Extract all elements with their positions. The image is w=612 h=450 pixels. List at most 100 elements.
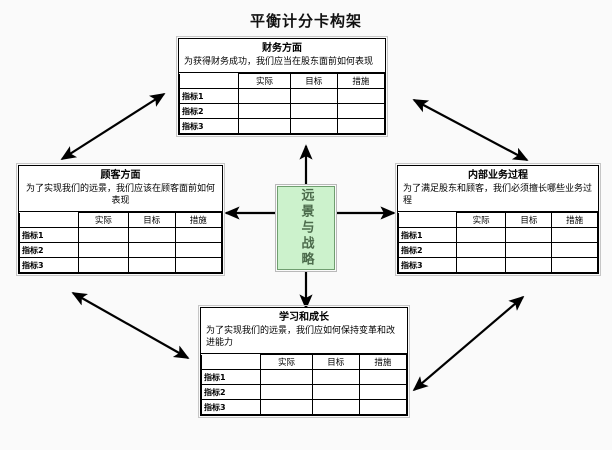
cell-actual[interactable]	[260, 369, 313, 385]
cell-actual[interactable]	[77, 257, 130, 273]
cell-actual[interactable]	[260, 384, 313, 400]
row-label-indicator-3: 指标3	[200, 399, 262, 415]
row-label-indicator-3: 指标3	[19, 257, 79, 273]
panel-customer[interactable]: 顾客方面 为了实现我们的远景，我们应该在顾客面前如何表现 实际 目标 措施 指标…	[16, 163, 225, 276]
row-label-indicator-1: 指标1	[398, 227, 457, 243]
cell-target[interactable]	[505, 242, 553, 258]
row-label-indicator-1: 指标1	[19, 227, 79, 243]
panel-internal-process-header: 内部业务过程 为了满足股东和顾客，我们必须擅长哪些业务过程	[398, 166, 598, 212]
cell-actual[interactable]	[238, 88, 291, 104]
row-label-indicator-2: 指标2	[178, 103, 240, 119]
cell-target[interactable]	[128, 242, 176, 258]
cell-measure[interactable]	[551, 227, 598, 243]
cell-measure[interactable]	[174, 242, 223, 258]
panel-learning-growth[interactable]: 学习和成长 为了实现我们的远景，我们应如何保持变革和改进能力 实际 目标 措施 …	[198, 305, 410, 418]
cell-actual[interactable]	[238, 118, 291, 134]
table-row[interactable]: 指标2	[19, 242, 223, 258]
column-header-target: 目标	[128, 212, 176, 228]
cell-actual[interactable]	[455, 227, 507, 243]
cell-target[interactable]	[289, 88, 338, 104]
arrow-financial-internal-line	[412, 99, 529, 161]
arrow-financial-customer-line	[60, 93, 166, 160]
row-label-indicator-2: 指标2	[19, 242, 79, 258]
cell-target[interactable]	[311, 384, 360, 400]
column-header-blank	[178, 73, 240, 89]
table-header-row: 实际 目标 措施	[398, 212, 598, 228]
panel-customer-title: 顾客方面	[100, 170, 141, 181]
panel-internal-process-description: 为了满足股东和顾客，我们必须擅长哪些业务过程	[403, 184, 593, 206]
column-header-target: 目标	[505, 212, 553, 228]
cell-actual[interactable]	[455, 242, 507, 258]
table-row[interactable]: 指标3	[398, 257, 598, 273]
table-row[interactable]: 指标1	[19, 227, 223, 243]
cell-target[interactable]	[505, 257, 553, 273]
table-row[interactable]: 指标3	[178, 118, 386, 134]
cell-actual[interactable]	[455, 257, 507, 273]
panel-financial-description: 为获得财务成功，我们应当在股东面前如何表现	[184, 57, 374, 67]
cell-measure[interactable]	[358, 399, 408, 415]
cell-measure[interactable]	[336, 88, 386, 104]
cell-measure[interactable]	[551, 257, 598, 273]
column-header-actual: 实际	[455, 212, 507, 228]
row-label-indicator-2: 指标2	[398, 242, 457, 258]
panel-financial[interactable]: 财务方面 为获得财务成功，我们应当在股东面前如何表现 实际 目标 措施 指标1 …	[176, 36, 388, 137]
panel-customer-description: 为了实现我们的远景，我们应该在顾客面前如何表现	[25, 184, 215, 206]
cell-measure[interactable]	[174, 257, 223, 273]
table-row[interactable]: 指标3	[19, 257, 223, 273]
cell-measure[interactable]	[358, 369, 408, 385]
cell-measure[interactable]	[336, 103, 386, 119]
cell-target[interactable]	[505, 227, 553, 243]
table-row[interactable]: 指标2	[200, 384, 408, 400]
cell-target[interactable]	[128, 257, 176, 273]
scorecard-table-financial[interactable]: 实际 目标 措施 指标1 指标2 指标3	[178, 73, 386, 134]
table-row[interactable]: 指标1	[178, 88, 386, 104]
cell-target[interactable]	[289, 103, 338, 119]
table-header-row: 实际 目标 措施	[178, 73, 386, 89]
row-label-indicator-2: 指标2	[200, 384, 262, 400]
column-header-measure: 措施	[551, 212, 598, 228]
cell-measure[interactable]	[174, 227, 223, 243]
table-header-row: 实际 目标 措施	[200, 354, 408, 370]
vision-strategy-label: 远景与战略	[298, 188, 314, 268]
arrow-customer-learning-line	[71, 292, 190, 359]
cell-actual[interactable]	[238, 103, 291, 119]
row-label-indicator-3: 指标3	[398, 257, 457, 273]
scorecard-table-customer[interactable]: 实际 目标 措施 指标1 指标2 指标3	[19, 212, 223, 273]
cell-actual[interactable]	[77, 227, 130, 243]
cell-measure[interactable]	[551, 242, 598, 258]
column-header-actual: 实际	[238, 73, 291, 89]
column-header-target: 目标	[289, 73, 338, 89]
column-header-blank	[200, 354, 262, 370]
cell-actual[interactable]	[77, 242, 130, 258]
table-row[interactable]: 指标3	[200, 399, 408, 415]
cell-target[interactable]	[289, 118, 338, 134]
table-row[interactable]: 指标2	[178, 103, 386, 119]
column-header-blank	[398, 212, 457, 228]
arrow-internal-learning-line	[412, 295, 525, 392]
page-title: 平衡计分卡构架	[249, 12, 362, 30]
cell-target[interactable]	[128, 227, 176, 243]
cell-actual[interactable]	[260, 399, 313, 415]
cell-measure[interactable]	[336, 118, 386, 134]
cell-measure[interactable]	[358, 384, 408, 400]
row-label-indicator-1: 指标1	[200, 369, 262, 385]
table-row[interactable]: 指标1	[398, 227, 598, 243]
table-row[interactable]: 指标2	[398, 242, 598, 258]
panel-learning-growth-header: 学习和成长 为了实现我们的远景，我们应如何保持变革和改进能力	[201, 308, 407, 354]
column-header-measure: 措施	[336, 73, 386, 89]
column-header-measure: 措施	[358, 354, 408, 370]
row-label-indicator-1: 指标1	[178, 88, 240, 104]
column-header-measure: 措施	[174, 212, 223, 228]
scorecard-table-learning-growth[interactable]: 实际 目标 措施 指标1 指标2 指标3	[200, 354, 408, 415]
scorecard-table-internal-process[interactable]: 实际 目标 措施 指标1 指标2 指标3	[398, 212, 598, 273]
table-row[interactable]: 指标1	[200, 369, 408, 385]
panel-internal-process[interactable]: 内部业务过程 为了满足股东和顾客，我们必须擅长哪些业务过程 实际 目标 措施 指…	[395, 163, 601, 276]
column-header-actual: 实际	[260, 354, 313, 370]
cell-target[interactable]	[311, 369, 360, 385]
column-header-actual: 实际	[77, 212, 130, 228]
panel-learning-growth-description: 为了实现我们的远景，我们应如何保持变革和改进能力	[206, 326, 396, 348]
table-header-row: 实际 目标 措施	[19, 212, 223, 228]
vision-strategy-box[interactable]: 远景与战略	[275, 184, 337, 272]
cell-target[interactable]	[311, 399, 360, 415]
